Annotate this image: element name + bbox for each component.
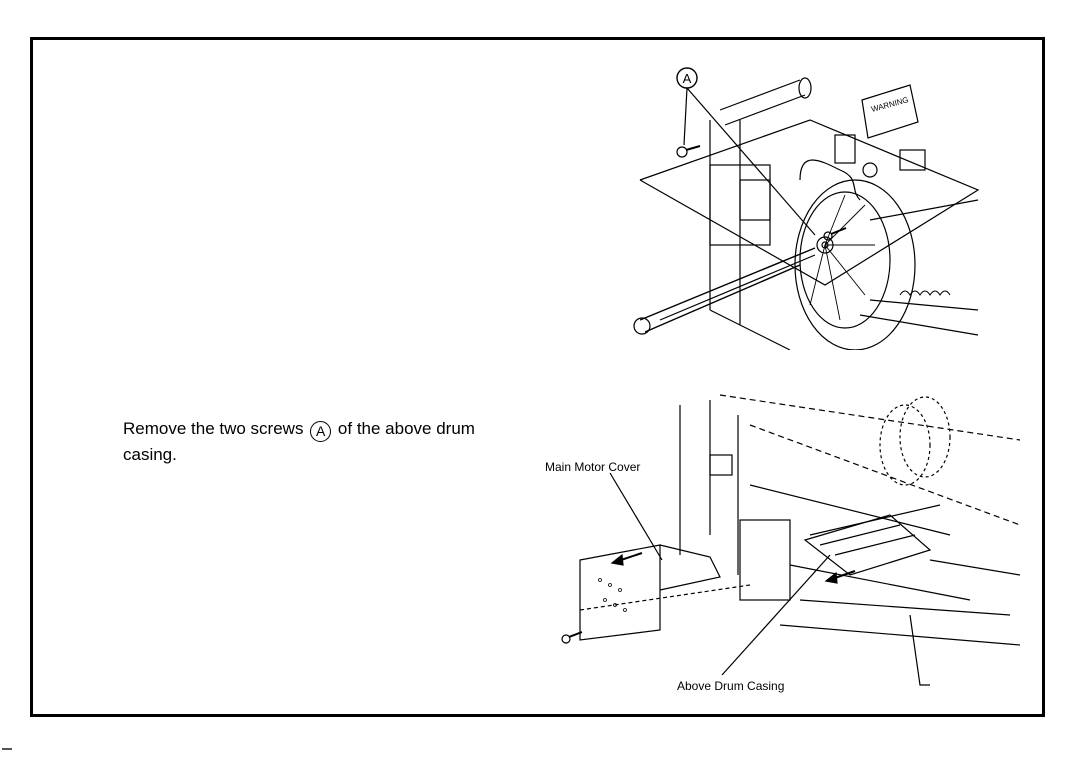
above-drum-casing-label: Above Drum Casing xyxy=(677,679,784,693)
drum-wheel xyxy=(795,180,915,350)
page-corner-mark xyxy=(2,748,12,750)
screwdriver-icon xyxy=(634,248,815,334)
main-motor-cover-label: Main Motor Cover xyxy=(545,460,640,474)
arrow-icon xyxy=(612,553,642,565)
above-drum-casing xyxy=(805,515,930,575)
instruction-after: of the above drum xyxy=(338,419,475,438)
instruction-before: Remove the two screws xyxy=(123,419,303,438)
warning-plate-label: WARNING xyxy=(870,95,909,114)
top-illustration: A WARNING xyxy=(600,50,980,350)
instruction-text: Remove the two screws A of the above dru… xyxy=(123,416,533,467)
bottom-illustration xyxy=(550,385,1020,705)
callout-a-label: A xyxy=(683,71,692,86)
callout-a-marker: A xyxy=(310,421,331,442)
screw-icon xyxy=(677,146,700,157)
screw-icon xyxy=(562,632,582,643)
instruction-line2: casing. xyxy=(123,445,177,464)
